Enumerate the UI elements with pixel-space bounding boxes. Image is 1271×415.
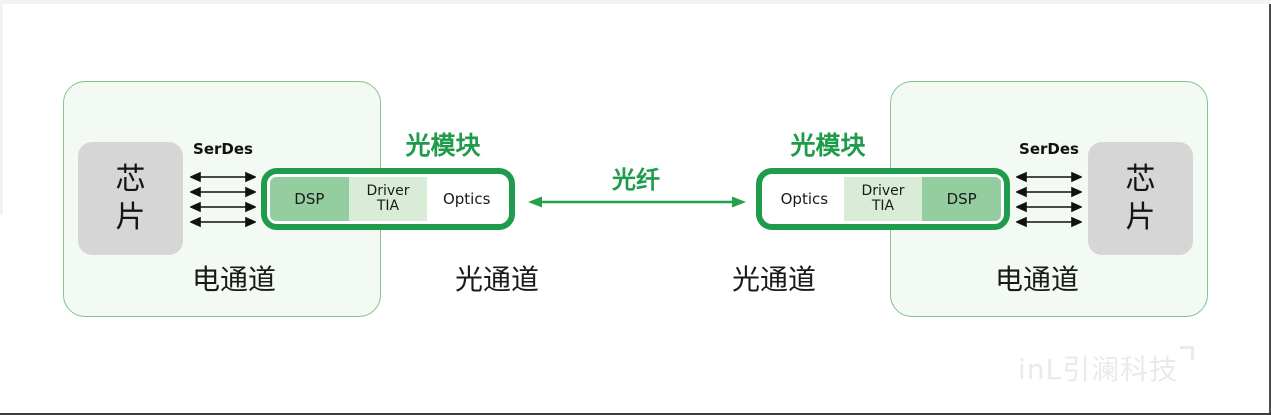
module-section-dsp-right: DSP xyxy=(922,177,1002,221)
optical-module-title-left: 光模块 xyxy=(405,131,481,160)
watermark-text: inL引澜科技 xyxy=(1018,353,1179,386)
watermark-logo: inL引澜科技 xyxy=(1018,346,1195,388)
watermark-corner-mark-icon xyxy=(1180,346,1195,360)
fiber-arrow xyxy=(528,196,746,208)
optical-channel-label-right: 光通道 xyxy=(731,263,816,296)
right-edge-strip xyxy=(1269,4,1271,415)
chip-left: 芯片 xyxy=(78,142,183,255)
electrical-channel-label-left: 电通道 xyxy=(191,263,276,296)
chip-label-left: 芯片 xyxy=(115,162,146,235)
bottom-edge-strip xyxy=(0,413,1271,415)
module-section-optics-left: Optics xyxy=(427,177,507,221)
serdes-arrows-left xyxy=(190,171,256,228)
serdes-label-left: SerDes xyxy=(193,140,253,158)
module-section-label: Driver TIA xyxy=(366,182,410,214)
module-section-optics-right: Optics xyxy=(765,177,844,221)
electrical-channel-label-right: 电通道 xyxy=(994,263,1079,296)
chip-label-right: 芯片 xyxy=(1125,162,1156,235)
module-section-label: DSP xyxy=(946,189,977,208)
module-section-dsp-left: DSP xyxy=(270,177,349,221)
optical-module-right: Optics Driver TIA DSP xyxy=(756,168,1010,230)
optical-channel-label-left: 光通道 xyxy=(454,263,539,296)
serdes-arrows-right xyxy=(1016,171,1082,228)
module-section-driver-tia-left: Driver TIA xyxy=(348,177,428,221)
optical-module-left: DSP Driver TIA Optics xyxy=(261,168,515,230)
top-edge-strip xyxy=(0,0,1271,4)
module-section-label: DSP xyxy=(294,189,325,208)
fiber-label: 光纤 xyxy=(612,166,660,194)
module-section-driver-tia-right: Driver TIA xyxy=(843,177,923,221)
module-section-label: Optics xyxy=(442,189,491,208)
left-edge-strip xyxy=(0,0,3,215)
optical-module-title-right: 光模块 xyxy=(790,131,866,160)
serdes-label-right: SerDes xyxy=(1019,140,1079,158)
module-section-label: Optics xyxy=(780,189,829,208)
module-section-label: Driver TIA xyxy=(861,182,905,214)
chip-right: 芯片 xyxy=(1088,142,1193,255)
